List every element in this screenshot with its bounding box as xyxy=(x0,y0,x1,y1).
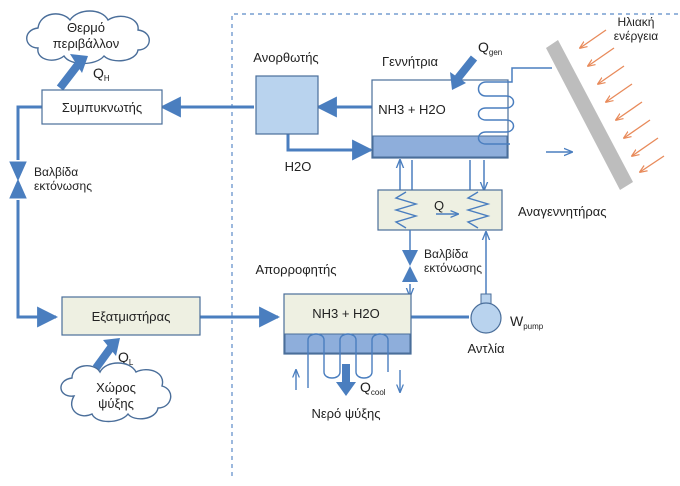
warm-env-line1: Θερμό xyxy=(67,20,105,35)
wpump-label: Wpump xyxy=(510,313,544,331)
regen-q-label: Q xyxy=(434,198,444,213)
generator-label: Γεννήτρια xyxy=(382,54,439,69)
absorber-mix-label: NH3 + H2O xyxy=(312,306,380,321)
solar-line2: ενέργεια xyxy=(614,29,659,43)
qh-label: QH xyxy=(93,65,110,83)
cooling-water-label: Νερό ψύξης xyxy=(311,406,380,421)
warm-environment-cloud xyxy=(26,10,150,65)
rectifier-box xyxy=(255,75,319,135)
condenser-box xyxy=(41,89,163,125)
evaporator-box xyxy=(61,296,201,336)
solar-line1: Ηλιακή xyxy=(618,15,655,29)
cooling-coil xyxy=(296,333,400,392)
cold-space-line2: ψύξης xyxy=(98,396,134,411)
left-expansion-valve xyxy=(9,161,27,199)
right-valve-line1: Βαλβίδα xyxy=(424,247,468,261)
left-loop-pipes xyxy=(16,96,469,328)
cold-space-line1: Χώρος xyxy=(96,380,136,395)
pump-body xyxy=(470,302,502,334)
regenerator-label: Αναγεννητήρας xyxy=(518,204,607,219)
left-valve-line1: Βαλβίδα xyxy=(34,165,78,179)
ql-label: QL xyxy=(118,349,134,367)
generator-mix-label: NH3 + H2O xyxy=(378,102,446,117)
qgen-label: Qgen xyxy=(478,39,502,57)
regenerator-coils xyxy=(393,191,491,229)
absorber-liquid xyxy=(284,333,411,354)
pump-label: Αντλία xyxy=(468,341,505,356)
absorber-label: Απορροφητής xyxy=(256,262,337,277)
qh-heat-arrow xyxy=(56,54,88,91)
qgen-heat-arrow xyxy=(450,55,478,90)
ql-heat-arrow xyxy=(92,338,120,371)
qcool-heat-arrow xyxy=(336,364,356,396)
rectifier-label: Ανορθωτής xyxy=(253,50,318,65)
water-label: H2O xyxy=(285,159,312,174)
generator-coil xyxy=(477,67,573,152)
warm-env-line2: περιβάλλον xyxy=(53,36,120,51)
qcool-label: Qcool xyxy=(360,379,386,397)
solar-panel xyxy=(546,40,633,190)
solar-rays xyxy=(580,29,665,172)
condenser-label: Συμπυκνωτής xyxy=(62,100,142,115)
cold-space-cloud xyxy=(60,362,172,423)
evaporator-label: Εξατμιστήρας xyxy=(92,309,171,324)
generator-liquid xyxy=(372,135,508,158)
right-expansion-valve xyxy=(402,250,418,282)
system-boundary xyxy=(231,13,680,476)
right-valve-line2: εκτόνωσης xyxy=(424,261,482,275)
regenerator-pipes xyxy=(400,160,484,190)
left-valve-line2: εκτόνωσης xyxy=(34,179,92,193)
